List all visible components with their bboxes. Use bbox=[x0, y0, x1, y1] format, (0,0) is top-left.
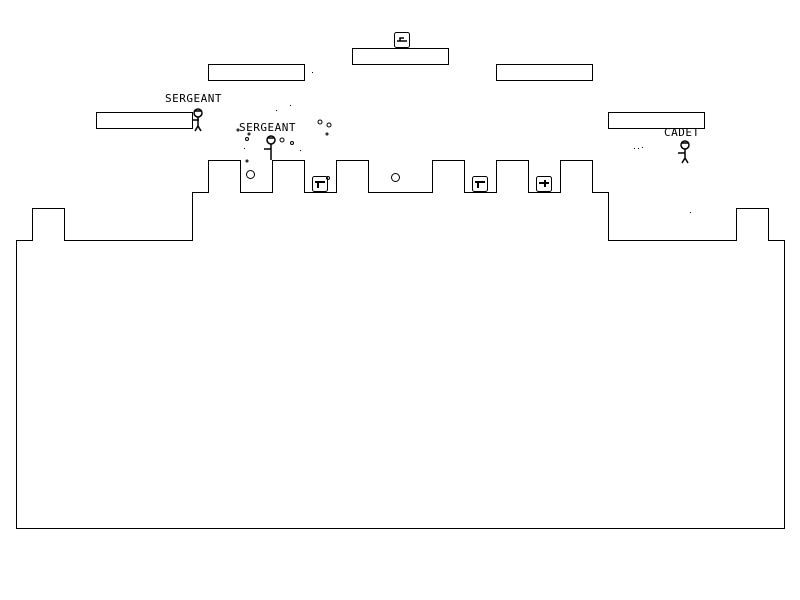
fortress-terrain bbox=[16, 160, 785, 529]
weapon-crate-icon[interactable] bbox=[536, 176, 552, 192]
platform bbox=[208, 64, 305, 81]
soldier-rank-label: SERGEANT bbox=[165, 92, 222, 105]
weapon-crate-icon[interactable] bbox=[394, 32, 410, 48]
soldier-cadet bbox=[678, 140, 690, 164]
debris-particles bbox=[236, 119, 332, 180]
dust-particles bbox=[244, 72, 691, 213]
grenade-icon bbox=[246, 170, 255, 179]
grenade-icon bbox=[391, 173, 400, 182]
soldier-rank-label: SERGEANT bbox=[239, 121, 296, 134]
weapon-crate-icon[interactable] bbox=[312, 176, 328, 192]
platform bbox=[96, 112, 193, 129]
platform bbox=[352, 48, 449, 65]
soldier-rank-label: CADET bbox=[664, 126, 700, 139]
soldier-sergeant-2 bbox=[264, 135, 276, 160]
platform bbox=[608, 112, 705, 129]
soldier-sergeant-1 bbox=[192, 108, 203, 132]
weapon-crate-icon[interactable] bbox=[472, 176, 488, 192]
platform bbox=[496, 64, 593, 81]
